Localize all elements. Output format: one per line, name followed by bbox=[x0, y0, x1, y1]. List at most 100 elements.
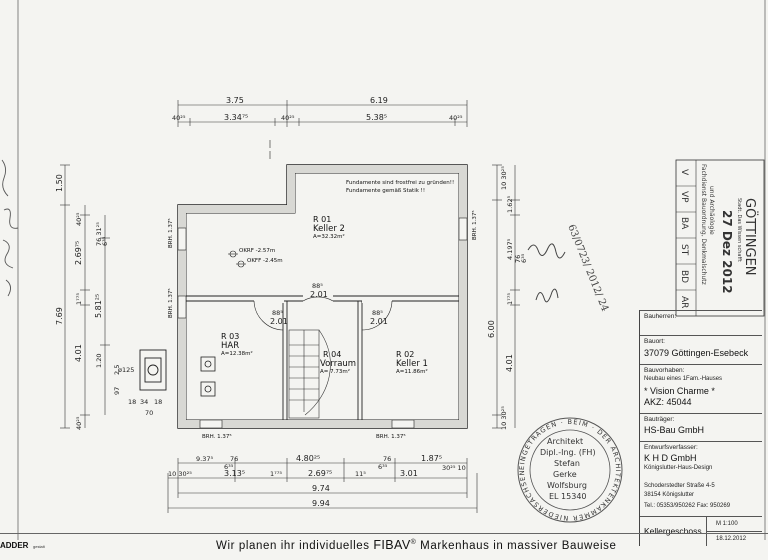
dim-top-lower-4: 5.38⁵ bbox=[366, 113, 387, 122]
title-block: Bauherren: Bauort: 37079 Göttingen-Esebe… bbox=[639, 310, 762, 546]
stamp-dept-2: und Archäologie bbox=[708, 186, 715, 235]
adder-logo: ADDER bbox=[0, 541, 29, 550]
room-number-r03: R 03 bbox=[221, 332, 239, 341]
dim-top-lower-2: 3.34⁷⁵ bbox=[224, 113, 248, 122]
room-name-r01: Keller 2 bbox=[313, 224, 345, 234]
chimney-dim-3: 18 bbox=[154, 398, 162, 406]
dim-bottom-row2-7: 30²⁵ 10 bbox=[442, 464, 466, 472]
dim-right-inner-5: 1⁷⁷⁵ bbox=[506, 293, 514, 305]
dim-bottom-row3: 9.74 bbox=[312, 484, 330, 493]
stamp-letter-ar: AR bbox=[679, 296, 689, 308]
slogan-registered: ® bbox=[410, 539, 417, 547]
dim-left-inner-1: 76 31²⁵ bbox=[95, 222, 103, 246]
door-left-width: 88⁵ bbox=[272, 309, 283, 317]
stamp-letter-ba: BA bbox=[679, 217, 689, 230]
stamp-letter-bd: BD bbox=[679, 270, 689, 283]
seal-line-2: Dipl.-Ing. (FH) bbox=[540, 448, 596, 457]
dim-left-mid-3: 1⁷⁷⁵ bbox=[75, 293, 83, 305]
scale-label: M 1:100 bbox=[716, 521, 738, 527]
dim-left-inner-3: 5.81²⁵ bbox=[94, 294, 103, 318]
bautraeger-label: Bauträger: bbox=[644, 416, 675, 423]
foundation-note-2: Fundamente gemäß Statik !! bbox=[346, 188, 425, 194]
dim-bottom-row4: 9.94 bbox=[312, 499, 330, 508]
dimension-chain-bottom bbox=[167, 458, 478, 513]
date-label: 18.12.2012 bbox=[716, 536, 747, 542]
dim-bottom-sub-2: 6³⁵ bbox=[378, 463, 388, 471]
door-right-width: 88⁵ bbox=[372, 309, 383, 317]
chimney bbox=[139, 349, 167, 391]
margin-handwriting bbox=[1, 159, 19, 297]
dim-bottom-row1-2: 76 bbox=[230, 455, 238, 463]
dim-bottom-row2-1: 10 30²⁵ bbox=[168, 470, 192, 478]
entwurf-label: Entwurfsverfasser: bbox=[644, 444, 698, 451]
slogan-pre: Wir planen ihr individuelles bbox=[216, 540, 370, 552]
stamp-city: GÖTTINGEN bbox=[742, 198, 759, 276]
dimension-chain-top bbox=[177, 100, 468, 127]
room-name-r02: Keller 1 bbox=[396, 359, 428, 369]
door-left-height: 2.01 bbox=[270, 317, 288, 326]
windows bbox=[177, 217, 468, 429]
dim-left-mid-1: 40²⁵ bbox=[75, 212, 83, 226]
dim-right-outer-2: 6.00 bbox=[487, 320, 496, 338]
dim-left-mid-5: 40²⁵ bbox=[75, 416, 83, 430]
entwurf-value: K H D GmbH bbox=[644, 453, 697, 463]
dim-left-mid-2: 2.69⁷⁵ bbox=[74, 241, 83, 265]
seal-line-4: Gerke bbox=[553, 470, 577, 479]
dim-top-lower-5: 40²⁵ bbox=[449, 114, 463, 122]
seal-line-3: Stefan bbox=[554, 459, 580, 468]
dim-top-lower-3: 40²⁵ bbox=[281, 114, 295, 122]
room-area-r01: A=32.32m² bbox=[313, 233, 345, 240]
room-number-r04: R 04 bbox=[323, 350, 341, 359]
brh-label-5: BRH. 1.37⁵ bbox=[376, 433, 406, 440]
dim-left-inner-6: 97 bbox=[113, 387, 121, 395]
utility-boxes bbox=[200, 356, 216, 397]
stamp-dept-1: Fachdienst Bauordnung, Denkmalschutz bbox=[700, 164, 707, 285]
dim-right-inner-3: 76 bbox=[514, 255, 522, 263]
adder-logo-sub: gestalt bbox=[33, 544, 45, 549]
dim-bottom-row1-5: 1.87⁵ bbox=[421, 454, 442, 463]
authority-stamp: V VP BA ST BD AR Fachdienst Bauordnung, … bbox=[675, 159, 765, 317]
bautraeger-value: HS-Bau GmbH bbox=[644, 425, 705, 435]
seal-line-5: Wolfsburg bbox=[547, 481, 587, 490]
entwurf-sub: Königslutter-Haus-Design bbox=[644, 465, 713, 471]
chimney-dim-1: 18 bbox=[128, 398, 136, 406]
dimension-chain-left bbox=[60, 164, 110, 429]
bauort-value: 37079 Göttingen-Esebeck bbox=[644, 348, 749, 358]
house-name: * Vision Charme * bbox=[644, 386, 715, 396]
seal-line-6: EL 15340 bbox=[549, 492, 587, 501]
door-right-height: 2.01 bbox=[370, 317, 388, 326]
door-top-width: 88⁵ bbox=[312, 282, 323, 290]
dim-bottom-row1-1: 9.37⁵ bbox=[196, 455, 213, 463]
room-name-r03: HAR bbox=[221, 341, 239, 351]
room-area-r04: A= 7.73m² bbox=[320, 368, 350, 375]
footer-slogan: Wir planen ihr individuelles FIBAV® Mark… bbox=[216, 538, 616, 552]
dim-left-outer-1: 1.50 bbox=[55, 174, 64, 192]
dimension-chain-right bbox=[492, 164, 520, 429]
door-top-height: 2.01 bbox=[310, 290, 328, 299]
stamp-handwriting: 63/0723/ 2012/ 24 bbox=[565, 223, 610, 313]
level-label-2: OKFF -2.45m bbox=[247, 258, 283, 264]
dim-left-mid-4: 4.01 bbox=[74, 344, 83, 362]
dim-bottom-row2-3: 1⁷⁷⁵ bbox=[270, 470, 282, 478]
chimney-label: ø125 bbox=[118, 366, 134, 374]
foundation-note-1: Fundamente sind frostfrei zu gründen!! bbox=[346, 180, 454, 186]
dim-left-inner-4: 1.20 bbox=[95, 354, 103, 368]
room-area-r02: A=11.86m² bbox=[396, 368, 428, 375]
brh-label-1: BRH. 1.37⁵ bbox=[167, 218, 174, 248]
signature-scribble bbox=[527, 243, 566, 303]
bauherren-label: Bauherren: bbox=[644, 313, 677, 320]
dim-right-inner-4: 6³⁵ bbox=[520, 253, 528, 263]
room-number-r02: R 02 bbox=[396, 350, 414, 359]
slogan-brand: FIBAV bbox=[373, 538, 411, 552]
dim-left-inner-2: 6³⁵ bbox=[101, 236, 109, 246]
dim-right-inner-2: 4.197⁵ bbox=[506, 238, 514, 260]
dim-top-upper-1: 3.75 bbox=[226, 96, 244, 105]
level-markers bbox=[228, 250, 246, 268]
dim-right-outer-1: 10 30²⁵ bbox=[500, 166, 508, 190]
address-line-2: 38154 Königslutter bbox=[644, 492, 695, 498]
architect-seal: EINGETRAGEN · BEIM · DER ARCHITEKTENKAMM… bbox=[517, 417, 623, 523]
dim-bottom-row2-6: 3.01 bbox=[400, 469, 418, 478]
room-number-r01: R 01 bbox=[313, 215, 331, 224]
bauvorhaben-value: Neubau eines 1Fam.-Hauses bbox=[644, 376, 723, 382]
sheet-title: Kellergeschoss bbox=[644, 526, 702, 536]
